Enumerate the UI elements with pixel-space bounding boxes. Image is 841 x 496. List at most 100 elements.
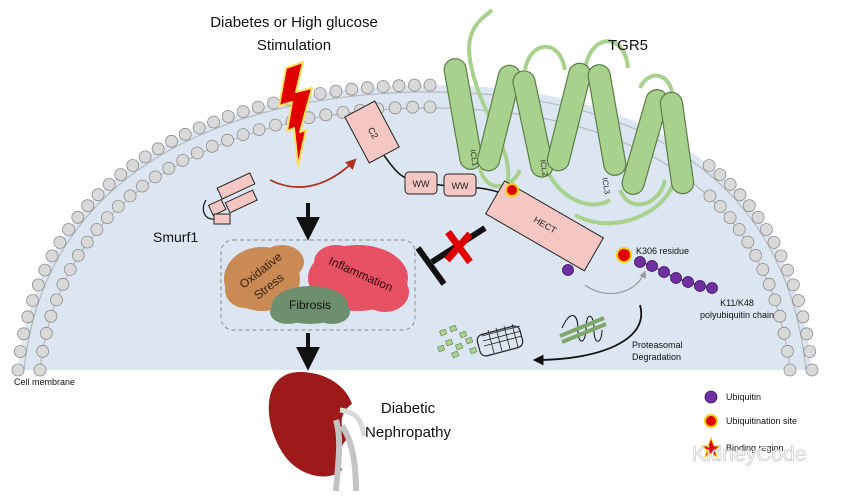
disease-line2: Nephropathy — [365, 424, 451, 441]
legend-ubiquitin-label: Ubiquitin — [726, 392, 761, 402]
kidney-vessel — [339, 407, 367, 437]
membrane-head — [345, 82, 359, 96]
smurf1-membrane-complex: C2 WW WW HECT — [344, 100, 605, 272]
ubiquitin — [658, 266, 670, 278]
fibrosis-cloud-c — [314, 300, 350, 324]
membrane-heads-inner — [33, 100, 797, 377]
inflammation-cloud-c — [314, 245, 358, 279]
membrane-head — [767, 235, 781, 249]
membrane-head — [205, 139, 219, 153]
oxidative-cloud-c — [260, 245, 304, 279]
membrane-head — [787, 278, 800, 292]
ww1-label: WW — [413, 179, 430, 189]
fibrosis-label: Fibrosis — [289, 298, 331, 312]
membrane-head — [805, 363, 819, 377]
membrane-head — [751, 210, 765, 224]
legend-site-swatch — [704, 414, 718, 428]
tgr5-loop-bottom-3 — [618, 179, 667, 207]
red-x-b — [444, 231, 473, 263]
membrane-head — [81, 199, 95, 213]
membrane-head — [777, 326, 791, 340]
ww2-label: WW — [452, 181, 469, 191]
peptide-fragment — [455, 342, 464, 351]
membrane-head — [44, 309, 58, 323]
membrane-head — [162, 161, 176, 175]
proteasome-body — [476, 325, 524, 357]
kidney-icon — [268, 372, 367, 492]
degradation: Proteasomal Degradation — [437, 304, 683, 366]
membrane-head — [252, 123, 266, 137]
membrane-head — [33, 363, 47, 377]
membrane-head — [774, 249, 788, 263]
peptide-fragment — [465, 336, 474, 345]
membrane-head — [11, 363, 25, 377]
membrane-head — [148, 170, 162, 184]
fibrosis-cloud-b — [270, 300, 306, 324]
polyubiquitin-chain — [634, 256, 718, 294]
c2-domain — [344, 100, 400, 164]
membrane-head — [723, 177, 737, 191]
recruit-arrow — [584, 270, 646, 295]
tgr5-helix-6 — [621, 89, 669, 195]
smurf1-label: Smurf1 — [153, 229, 198, 245]
membrane-head — [713, 199, 727, 213]
membrane-head — [269, 118, 282, 132]
tgr5-helix-7 — [659, 91, 695, 195]
tgr5-helix-4 — [546, 62, 592, 172]
tgr5-label: TGR5 — [608, 37, 648, 54]
tgr5-helix-1 — [443, 58, 483, 170]
ubiquitination-site — [616, 247, 632, 263]
membrane-head — [56, 277, 70, 291]
smurf1-free-block-3 — [207, 198, 227, 217]
legend-site-label: Ubiquitination site — [726, 416, 797, 426]
membrane-head — [376, 80, 390, 93]
membrane-head — [21, 310, 35, 324]
membrane-head — [388, 101, 402, 115]
membrane-head — [176, 153, 190, 167]
membrane-head — [723, 211, 737, 225]
cytoplasm — [18, 85, 812, 370]
outcomes-border — [220, 239, 416, 331]
membrane-head — [53, 235, 67, 249]
membrane-head — [762, 277, 776, 291]
membrane-head — [319, 108, 333, 122]
tgr5-receptor: TGR5 ICL1 ICL2 ICL3 — [443, 8, 695, 226]
membrane-head — [236, 128, 250, 142]
ww-domain-2 — [443, 173, 477, 197]
degradation-label-2: Degradation — [632, 352, 681, 362]
peptide-fragment — [449, 324, 458, 333]
ww-domain-1 — [404, 171, 438, 195]
membrane-head — [190, 146, 204, 160]
smurf1-free-block-4 — [213, 213, 231, 225]
binding-region-star — [505, 183, 519, 197]
chain-label-1: K11/K48 — [720, 298, 754, 308]
c2-label: C2 — [366, 126, 380, 141]
legend-binding-label: Binding region — [726, 443, 784, 453]
residue-label: K306 residue — [636, 246, 689, 256]
membrane-head — [741, 235, 755, 249]
smurf1-free-linker — [202, 199, 215, 220]
tgr5-helix-5 — [587, 64, 627, 176]
c2-box — [344, 100, 400, 164]
legend-ubiquitin-swatch — [704, 390, 718, 404]
kidney-shape — [268, 372, 352, 477]
cell-membrane — [11, 78, 819, 377]
membrane-head — [742, 199, 756, 213]
membrane-head — [165, 134, 178, 148]
peptide-fragment — [451, 350, 460, 359]
membrane-head — [26, 294, 39, 307]
membrane-head — [114, 168, 128, 182]
membrane-head — [792, 294, 805, 307]
tgr5-loop-bottom-1 — [478, 167, 522, 189]
misfolded-receptor-icon — [559, 315, 607, 344]
ubiquitin — [646, 260, 658, 272]
membrane-head — [336, 106, 350, 119]
membrane-head — [207, 115, 221, 129]
membrane-head — [71, 248, 85, 262]
membrane-tail-outer — [23, 91, 807, 371]
misfolded-coil — [561, 315, 603, 342]
membrane-head — [733, 188, 747, 202]
peptide-fragment — [445, 338, 454, 347]
membrane-head — [71, 210, 85, 224]
